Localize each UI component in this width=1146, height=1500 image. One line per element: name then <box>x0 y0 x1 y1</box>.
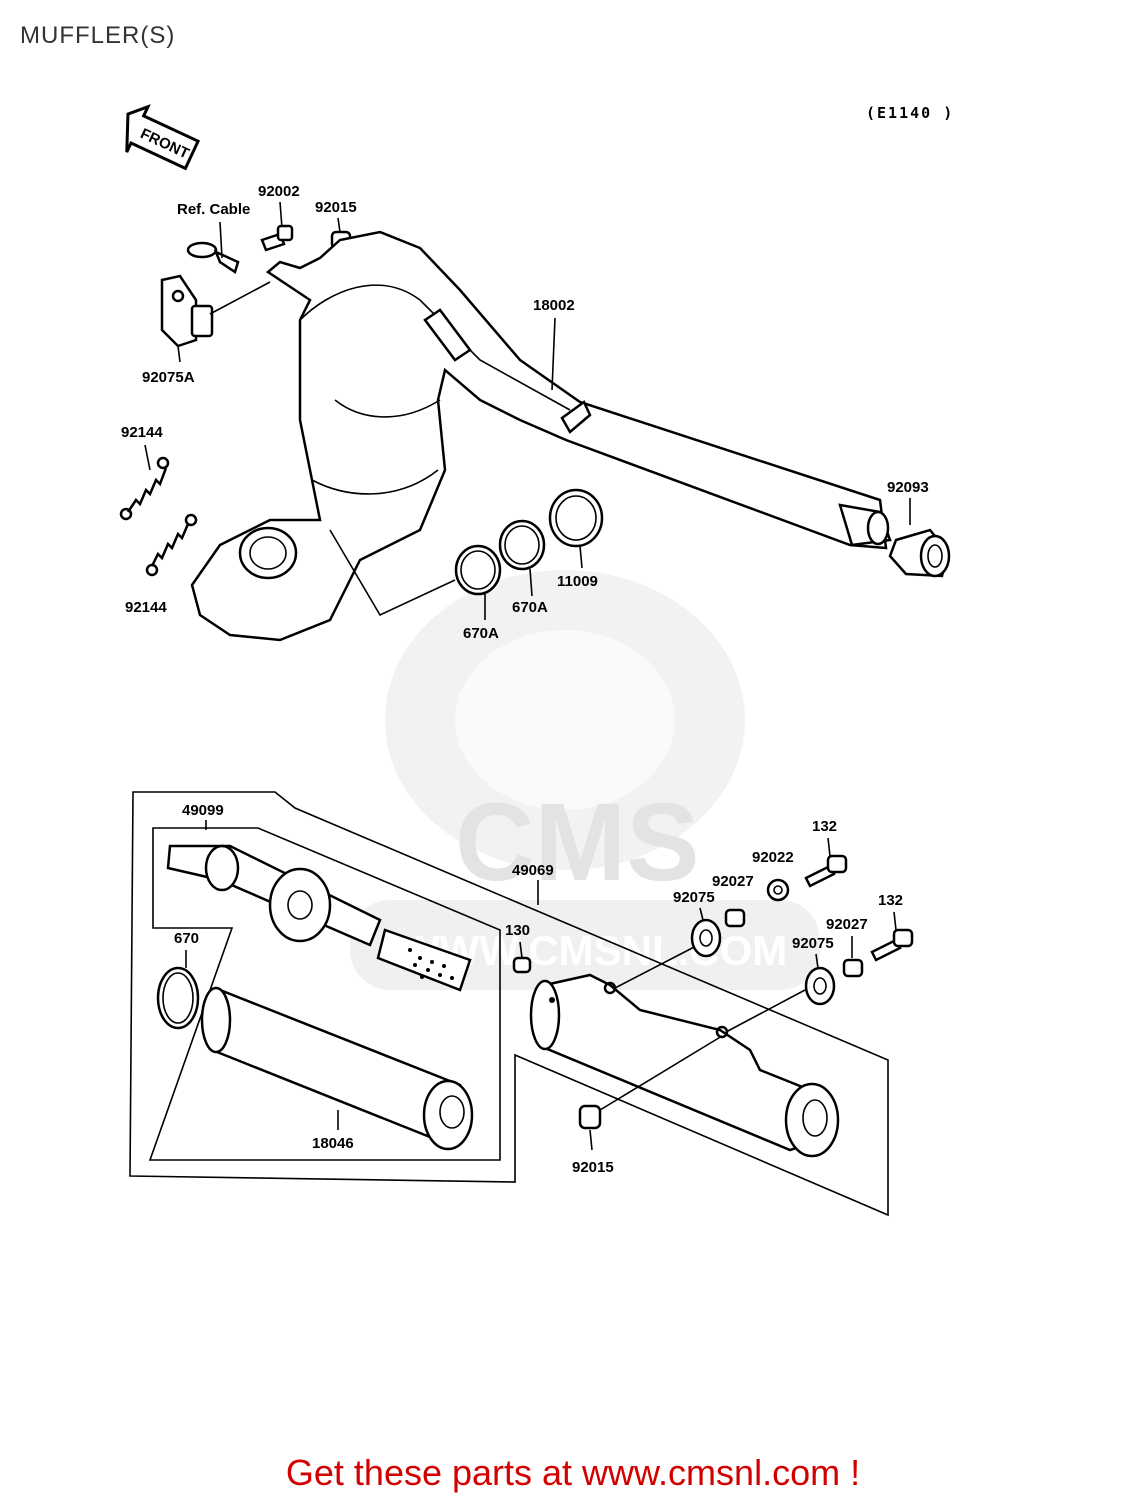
label-132-b: 132 <box>878 892 903 909</box>
label-670: 670 <box>174 930 199 947</box>
parts-link-banner[interactable]: Get these parts at www.cmsnl.com ! <box>285 1452 861 1493</box>
label-132-a: 132 <box>812 818 837 835</box>
silencer-body <box>529 973 840 1158</box>
cms-mascot-watermark <box>350 570 820 990</box>
reference-code: (E1140 ) <box>866 104 954 122</box>
expansion-chamber <box>190 230 892 642</box>
watermark-text: CMS <box>455 781 699 904</box>
label-130: 130 <box>505 922 530 939</box>
label-670A-a: 670A <box>512 599 548 616</box>
label-11009: 11009 <box>557 573 598 590</box>
label-49099: 49099 <box>182 802 224 819</box>
spring-lower <box>145 513 198 577</box>
label-92075-a: 92075 <box>673 889 715 906</box>
label-92022: 92022 <box>752 849 794 866</box>
page-title: MUFFLER(S) <box>20 22 176 49</box>
label-92144-b: 92144 <box>125 599 167 616</box>
label-670A-b: 670A <box>463 625 499 642</box>
label-92144-a: 92144 <box>121 424 163 441</box>
label-18002: 18002 <box>533 297 575 314</box>
spring-upper <box>119 456 170 521</box>
label-92075A: 92075A <box>142 369 195 386</box>
inner-pipe <box>166 844 472 992</box>
label-49069: 49069 <box>512 862 554 879</box>
label-92027-b: 92027 <box>826 916 868 933</box>
label-92093: 92093 <box>887 479 929 496</box>
silencer-packing <box>200 986 474 1151</box>
label-18046: 18046 <box>312 1135 354 1152</box>
ref-cable-label: Ref. Cable <box>177 201 250 218</box>
label-92002: 92002 <box>258 183 300 200</box>
label-92075-b: 92075 <box>792 935 834 952</box>
label-92015-bottom: 92015 <box>572 1159 614 1176</box>
label-92015-top: 92015 <box>315 199 357 216</box>
label-92027-a: 92027 <box>712 873 754 890</box>
front-arrow-icon: FRONT <box>125 104 201 171</box>
